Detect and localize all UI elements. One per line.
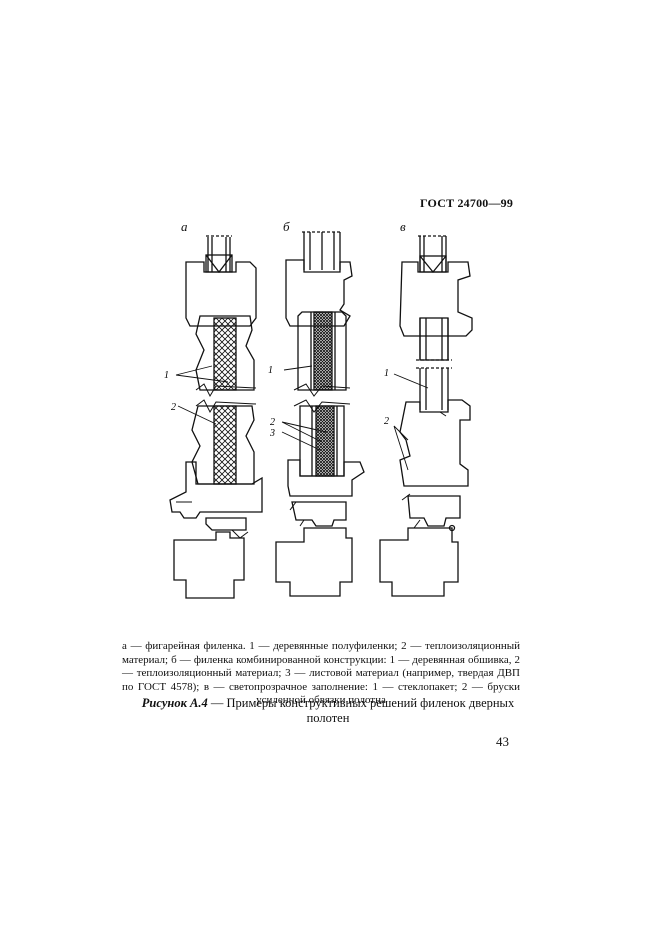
- panel-letter-v: в: [400, 219, 406, 234]
- panel-letter-a: а: [181, 219, 188, 234]
- panel-b-drawing: [275, 231, 365, 597]
- panel-c-callout-2: 2: [384, 416, 389, 427]
- page-number: 43: [496, 734, 509, 749]
- panel-b-callout-3: 3: [269, 428, 275, 439]
- figure-title-dash: —: [207, 696, 227, 710]
- panel-b-callout-2: 2: [270, 417, 275, 428]
- figure-title: Рисунок А.4 — Примеры конструктивных реш…: [132, 696, 524, 726]
- panel-a-drawing: [169, 235, 263, 599]
- figure-label: Рисунок А.4: [141, 696, 208, 710]
- panel-a-callout-1: 1: [164, 370, 169, 381]
- panel-c-callout-1: 1: [384, 368, 389, 379]
- figure-title-text: Примеры конструктивных решений филенок д…: [226, 696, 515, 725]
- figure-legend: а — фигарейная филенка. 1 — деревянные п…: [122, 640, 520, 706]
- panel-c-drawing: [379, 235, 473, 597]
- panel-a-callout-2: 2: [171, 402, 176, 413]
- standard-header: ГОСТ 24700—99: [420, 196, 514, 210]
- panel-b-callout-1: 1: [268, 365, 273, 376]
- panel-letter-b: б: [283, 219, 290, 234]
